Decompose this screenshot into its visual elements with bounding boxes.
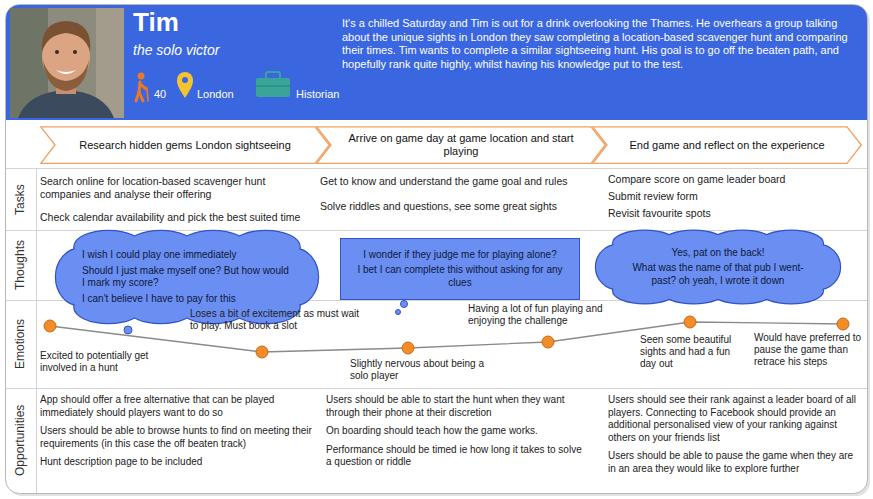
text-column: Users should see their rank against a le… bbox=[608, 394, 860, 475]
text-column: Users should be able to start the hunt w… bbox=[326, 394, 588, 469]
opportunity-item: Users should be able to pause the game w… bbox=[608, 450, 860, 475]
opportunity-item: Users should see their rank against a le… bbox=[608, 394, 860, 444]
text-column: App should offer a free alternative that… bbox=[40, 394, 312, 469]
stage-chevron: Research hidden gems London sightseeing bbox=[40, 126, 330, 164]
thought-text: Yes, pat on the back! bbox=[622, 247, 814, 260]
stage-text: Research hidden gems London sightseeing bbox=[79, 139, 291, 152]
row-label: Emotions bbox=[13, 319, 27, 369]
scenario-text: It's a chilled Saturday and Tim is out f… bbox=[342, 17, 856, 71]
opportunity-item: Performance should be timed ie how long … bbox=[326, 444, 588, 469]
persona-attribute: 40 bbox=[154, 88, 166, 100]
stage-text: End game and reflect on the experience bbox=[629, 139, 824, 152]
card-outline bbox=[6, 5, 868, 494]
row-dividers bbox=[6, 168, 867, 493]
stage-chevron: End game and reflect on the experience bbox=[592, 126, 862, 164]
persona-attribute: London bbox=[197, 88, 234, 100]
thought-text: I can't believe I have to pay for this bbox=[82, 293, 292, 306]
shape-part bbox=[271, 249, 318, 305]
graphic-part bbox=[124, 326, 132, 334]
graphic-part bbox=[44, 320, 56, 332]
emotion-note: Seen some beautiful sights and had a fun… bbox=[640, 334, 748, 370]
persona-attribute: Historian bbox=[296, 88, 339, 100]
cloud-fill bbox=[596, 231, 840, 304]
emotion-note: Excited to potentially get involved in a… bbox=[40, 350, 180, 374]
text-column: Get to know and understand the game goal… bbox=[320, 175, 585, 213]
persona-name: Tim bbox=[133, 7, 179, 38]
graphic-part bbox=[36, 168, 37, 493]
graphic-part bbox=[396, 310, 401, 315]
persona-tagline: the solo victor bbox=[133, 42, 219, 58]
chevron-outline bbox=[593, 127, 862, 164]
stage-text: Arrive on game day at game location and … bbox=[342, 132, 580, 158]
row-label: Opportunities bbox=[13, 404, 27, 475]
text-column: Compare score on game leader boardSubmit… bbox=[608, 173, 860, 220]
thought-box: I wonder if they judge me for playing al… bbox=[340, 238, 580, 300]
emotion-note: Loses a bit of excitement as must wait t… bbox=[190, 308, 365, 332]
thought-text: I wish I could play one immediately bbox=[82, 249, 292, 262]
thought-text: Should I just make myself one? But how w… bbox=[82, 265, 292, 290]
thought-text: I bet I can complete this without asking… bbox=[353, 264, 567, 289]
task-item: Revisit favourite spots bbox=[608, 207, 860, 220]
graphic-part bbox=[684, 316, 696, 328]
row-label: Thoughts bbox=[13, 240, 27, 290]
task-item: Search online for location-based scaveng… bbox=[40, 175, 312, 201]
opportunity-item: App should offer a free alternative that… bbox=[40, 394, 312, 419]
opportunity-item: Users should be able to browse hunts to … bbox=[40, 425, 312, 450]
graphic-part bbox=[542, 336, 554, 348]
opportunity-item: Users should be able to start the hunt w… bbox=[326, 394, 588, 419]
graphic-part bbox=[6, 388, 867, 389]
graphic-part bbox=[401, 301, 408, 308]
graphic-part bbox=[837, 318, 849, 330]
emotion-note: Slightly nervous about being a solo play… bbox=[350, 358, 490, 382]
thought-text: I wonder if they judge me for playing al… bbox=[353, 249, 567, 262]
emotion-note: Would have preferred to pause the game t… bbox=[754, 332, 862, 368]
shape-part bbox=[271, 249, 318, 305]
task-item: Solve riddles and questions, see some gr… bbox=[320, 200, 585, 213]
task-item: Get to know and understand the game goal… bbox=[320, 175, 585, 188]
chevron-outline bbox=[317, 127, 606, 164]
stage-chevron: Arrive on game day at game location and … bbox=[316, 126, 606, 164]
graphic-part bbox=[6, 168, 867, 169]
graphic-part bbox=[256, 346, 268, 358]
thought-cloud: Yes, pat on the back! What was the name o… bbox=[596, 230, 840, 304]
emotion-note: Having a lot of fun playing and enjoying… bbox=[468, 303, 613, 327]
cloud-outline bbox=[596, 231, 840, 304]
opportunity-item: On boarding should teach how the game wo… bbox=[326, 425, 588, 438]
task-item: Compare score on game leader board bbox=[608, 173, 860, 186]
text-column: Search online for location-based scaveng… bbox=[40, 175, 312, 224]
task-item: Check calendar availability and pick the… bbox=[40, 211, 312, 224]
chevron-outline bbox=[41, 127, 330, 164]
thought-text: What was the name of that pub I went-pas… bbox=[622, 262, 814, 287]
task-item: Submit review form bbox=[608, 190, 860, 203]
row-label: Tasks bbox=[13, 184, 27, 215]
graphic-part bbox=[402, 342, 414, 354]
opportunity-item: Hunt description page to be included bbox=[40, 456, 312, 469]
